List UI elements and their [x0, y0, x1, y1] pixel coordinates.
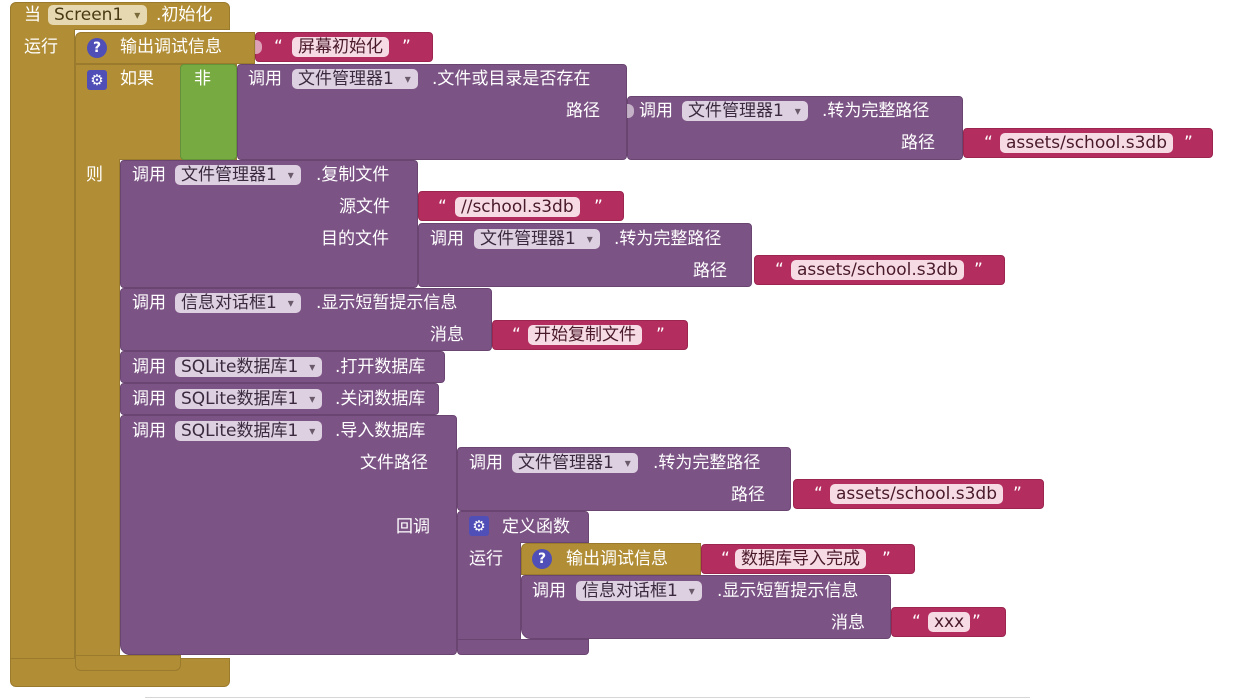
quote-open-icon: “ — [438, 197, 447, 217]
event-when-label: 当 — [24, 5, 41, 25]
file-manager-dropdown-1[interactable]: 文件管理器1 — [292, 69, 418, 89]
if-block-bottom — [75, 655, 181, 671]
quote-close-icon: ” — [1184, 133, 1193, 153]
text-value-xxx[interactable]: xxx — [928, 612, 971, 632]
value-socket-notch — [627, 104, 634, 118]
db-import-call-block[interactable] — [120, 415, 457, 655]
db-open-method-label: .打开数据库 — [335, 357, 426, 377]
quote-open-icon: “ — [814, 484, 823, 504]
full-path-method-label-3: .转为完整路径 — [653, 453, 761, 473]
lambda-do-label: 运行 — [469, 549, 503, 569]
sqlite-dropdown-3[interactable]: SQLite数据库1 — [175, 421, 323, 441]
sqlite-dropdown-1[interactable]: SQLite数据库1 — [175, 357, 323, 377]
log-debug-title-1: 输出调试信息 — [120, 37, 222, 57]
lambda-bottom — [457, 639, 589, 655]
lambda-arm — [457, 542, 521, 640]
quote-close-icon: ” — [594, 197, 603, 217]
log-debug-title-2: 输出调试信息 — [566, 549, 668, 569]
lambda-title: 定义函数 — [502, 517, 570, 537]
file-manager-dropdown-3[interactable]: 文件管理器1 — [175, 165, 301, 185]
call-label: 调用 — [248, 69, 282, 89]
call-label: 调用 — [132, 389, 166, 409]
text-value-import-done[interactable]: 数据库导入完成 — [735, 549, 866, 569]
quote-open-icon: “ — [721, 549, 730, 569]
text-value-source-file[interactable]: //school.s3db — [455, 197, 580, 217]
file-manager-dropdown-4[interactable]: 文件管理器1 — [474, 229, 600, 249]
quote-close-icon: ” — [882, 549, 891, 569]
call-label: 调用 — [132, 165, 166, 185]
dest-file-label: 目的文件 — [321, 229, 389, 249]
quote-close-icon: ” — [972, 612, 981, 632]
call-label: 调用 — [469, 453, 503, 473]
call-label: 调用 — [430, 229, 464, 249]
full-path-method-label-2: .转为完整路径 — [614, 229, 722, 249]
quote-open-icon: “ — [274, 37, 283, 57]
text-value-asset-path-1[interactable]: assets/school.s3db — [1000, 133, 1174, 153]
notifier-dropdown-2[interactable]: 信息对话框1 — [576, 581, 702, 601]
if-label: 如果 — [120, 69, 154, 89]
string-socket-notch — [255, 40, 262, 54]
logic-not-block[interactable] — [180, 64, 237, 160]
file-manager-dropdown-5[interactable]: 文件管理器1 — [512, 453, 638, 473]
workspace-divider — [145, 697, 1030, 698]
full-path-method-label-1: .转为完整路径 — [822, 101, 930, 121]
text-value-copy-message[interactable]: 开始复制文件 — [528, 325, 642, 345]
quote-open-icon: “ — [512, 325, 521, 345]
not-label: 非 — [194, 69, 211, 89]
then-label: 则 — [86, 165, 103, 185]
file-manager-dropdown-2[interactable]: 文件管理器1 — [682, 101, 808, 121]
call-label: 调用 — [132, 357, 166, 377]
text-value-screen-init[interactable]: 屏幕初始化 — [292, 37, 389, 57]
call-label: 调用 — [132, 421, 166, 441]
call-label: 调用 — [639, 101, 673, 121]
path-param-label-1: 路径 — [566, 101, 600, 121]
source-file-label: 源文件 — [339, 197, 390, 217]
db-close-method-label: .关闭数据库 — [335, 389, 426, 409]
call-label: 调用 — [532, 581, 566, 601]
notifier-method-label-1: .显示短暂提示信息 — [316, 293, 458, 313]
db-import-method-label: .导入数据库 — [335, 421, 426, 441]
sqlite-dropdown-2[interactable]: SQLite数据库1 — [175, 389, 323, 409]
text-value-asset-path-3[interactable]: assets/school.s3db — [830, 484, 1004, 504]
message-param-label-1: 消息 — [430, 325, 464, 345]
file-path-param-label: 文件路径 — [360, 453, 428, 473]
gear-icon[interactable]: ⚙ — [87, 70, 107, 90]
gear-icon[interactable]: ⚙ — [469, 516, 489, 536]
quote-open-icon: “ — [775, 260, 784, 280]
event-name-label: .初始化 — [156, 5, 213, 25]
event-component-dropdown[interactable]: Screen1 — [48, 5, 148, 25]
message-param-label-2: 消息 — [831, 613, 865, 633]
path-param-label-2: 路径 — [901, 133, 935, 153]
quote-close-icon: ” — [974, 260, 983, 280]
event-body-arm — [10, 29, 75, 659]
callback-param-label: 回调 — [396, 517, 430, 537]
path-param-label-3: 路径 — [693, 261, 727, 281]
help-icon[interactable]: ? — [87, 38, 107, 58]
quote-close-icon: ” — [656, 325, 665, 345]
quote-open-icon: “ — [912, 612, 921, 632]
path-param-label-4: 路径 — [731, 485, 765, 505]
copy-file-method-label: .复制文件 — [316, 165, 390, 185]
text-value-asset-path-2[interactable]: assets/school.s3db — [791, 260, 965, 280]
quote-close-icon: ” — [402, 37, 411, 57]
notifier-dropdown-1[interactable]: 信息对话框1 — [175, 293, 301, 313]
notifier-method-label-2: .显示短暂提示信息 — [717, 581, 859, 601]
quote-close-icon: ” — [1013, 484, 1022, 504]
if-block-arm — [75, 159, 120, 656]
quote-open-icon: “ — [984, 133, 993, 153]
event-do-label: 运行 — [24, 37, 58, 57]
help-icon[interactable]: ? — [532, 549, 552, 569]
file-exists-method-label: .文件或目录是否存在 — [432, 69, 591, 89]
call-label: 调用 — [132, 293, 166, 313]
